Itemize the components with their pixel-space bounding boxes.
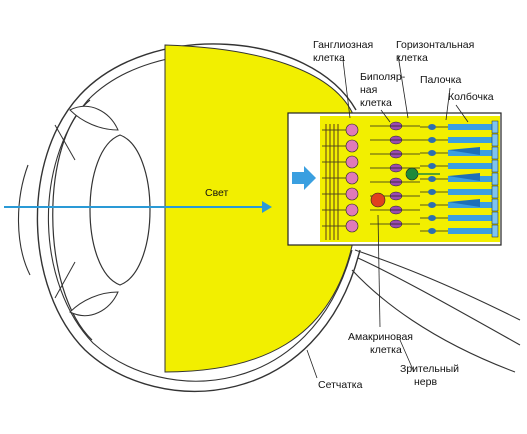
label-pointers [306,54,469,379]
horizontal-label: Горизонтальная клетка [396,39,477,64]
photoreceptor-nucleus [428,202,436,208]
labels: Ганглиозная клетка Горизонтальная клетка… [205,39,494,391]
photoreceptor-nucleus [428,189,436,195]
ganglion-cell [345,123,359,137]
rod-outer-segment [448,137,492,143]
photoreceptor-layer [420,120,499,238]
photoreceptor-nucleus [428,137,436,143]
pigment-cell [491,133,499,147]
photoreceptor-nucleus [428,163,436,169]
ganglion-cell [345,203,359,217]
ganglion-cell [345,171,359,185]
ganglion-label: Ганглиозная клетка [313,39,376,64]
photoreceptor-nucleus [428,124,436,130]
amacrine-cell [370,192,386,208]
pigment-cell [491,211,499,225]
light-label: Свет [205,187,229,199]
photoreceptor-nucleus [428,176,436,182]
panel-arrow-icon [292,166,316,190]
photoreceptor-nucleus [428,228,436,234]
ganglion-cell [345,187,359,201]
photoreceptor-nucleus [428,215,436,221]
lens [89,134,151,286]
photoreceptor-nucleus [428,150,436,156]
cornea [52,99,93,341]
cone-outer-segment [448,147,480,155]
rod-outer-segment [448,189,492,195]
pigment-cell [491,185,499,199]
retina-label: Сетчатка [318,379,363,391]
rod-outer-segment [448,228,492,234]
pigment-cell [491,159,499,173]
rod-outer-segment [448,124,492,130]
pigment-cell [491,172,499,186]
rod-label: Палочка [420,74,462,86]
pigment-cell [491,146,499,160]
bipolar-label: Биполяр- ная клетка [360,71,408,109]
rod-outer-segment [448,163,492,169]
optic-nerve-label: Зрительный нерв [400,363,462,388]
pigment-cell [491,120,499,134]
neuron-layer [322,121,440,240]
optic-nerve [351,249,521,373]
light-ray [4,201,272,213]
ganglion-cell [345,219,359,233]
ganglion-cell [345,139,359,153]
pigment-cell [491,224,499,238]
rod-outer-segment [448,215,492,221]
pigment-cell [491,198,499,212]
cone-label: Колбочка [448,91,494,103]
cone-outer-segment [448,199,480,207]
iris [54,105,119,317]
amacrine-label: Амакриновая клетка [348,331,416,356]
ganglion-cell [345,155,359,169]
cone-outer-segment [448,173,480,181]
